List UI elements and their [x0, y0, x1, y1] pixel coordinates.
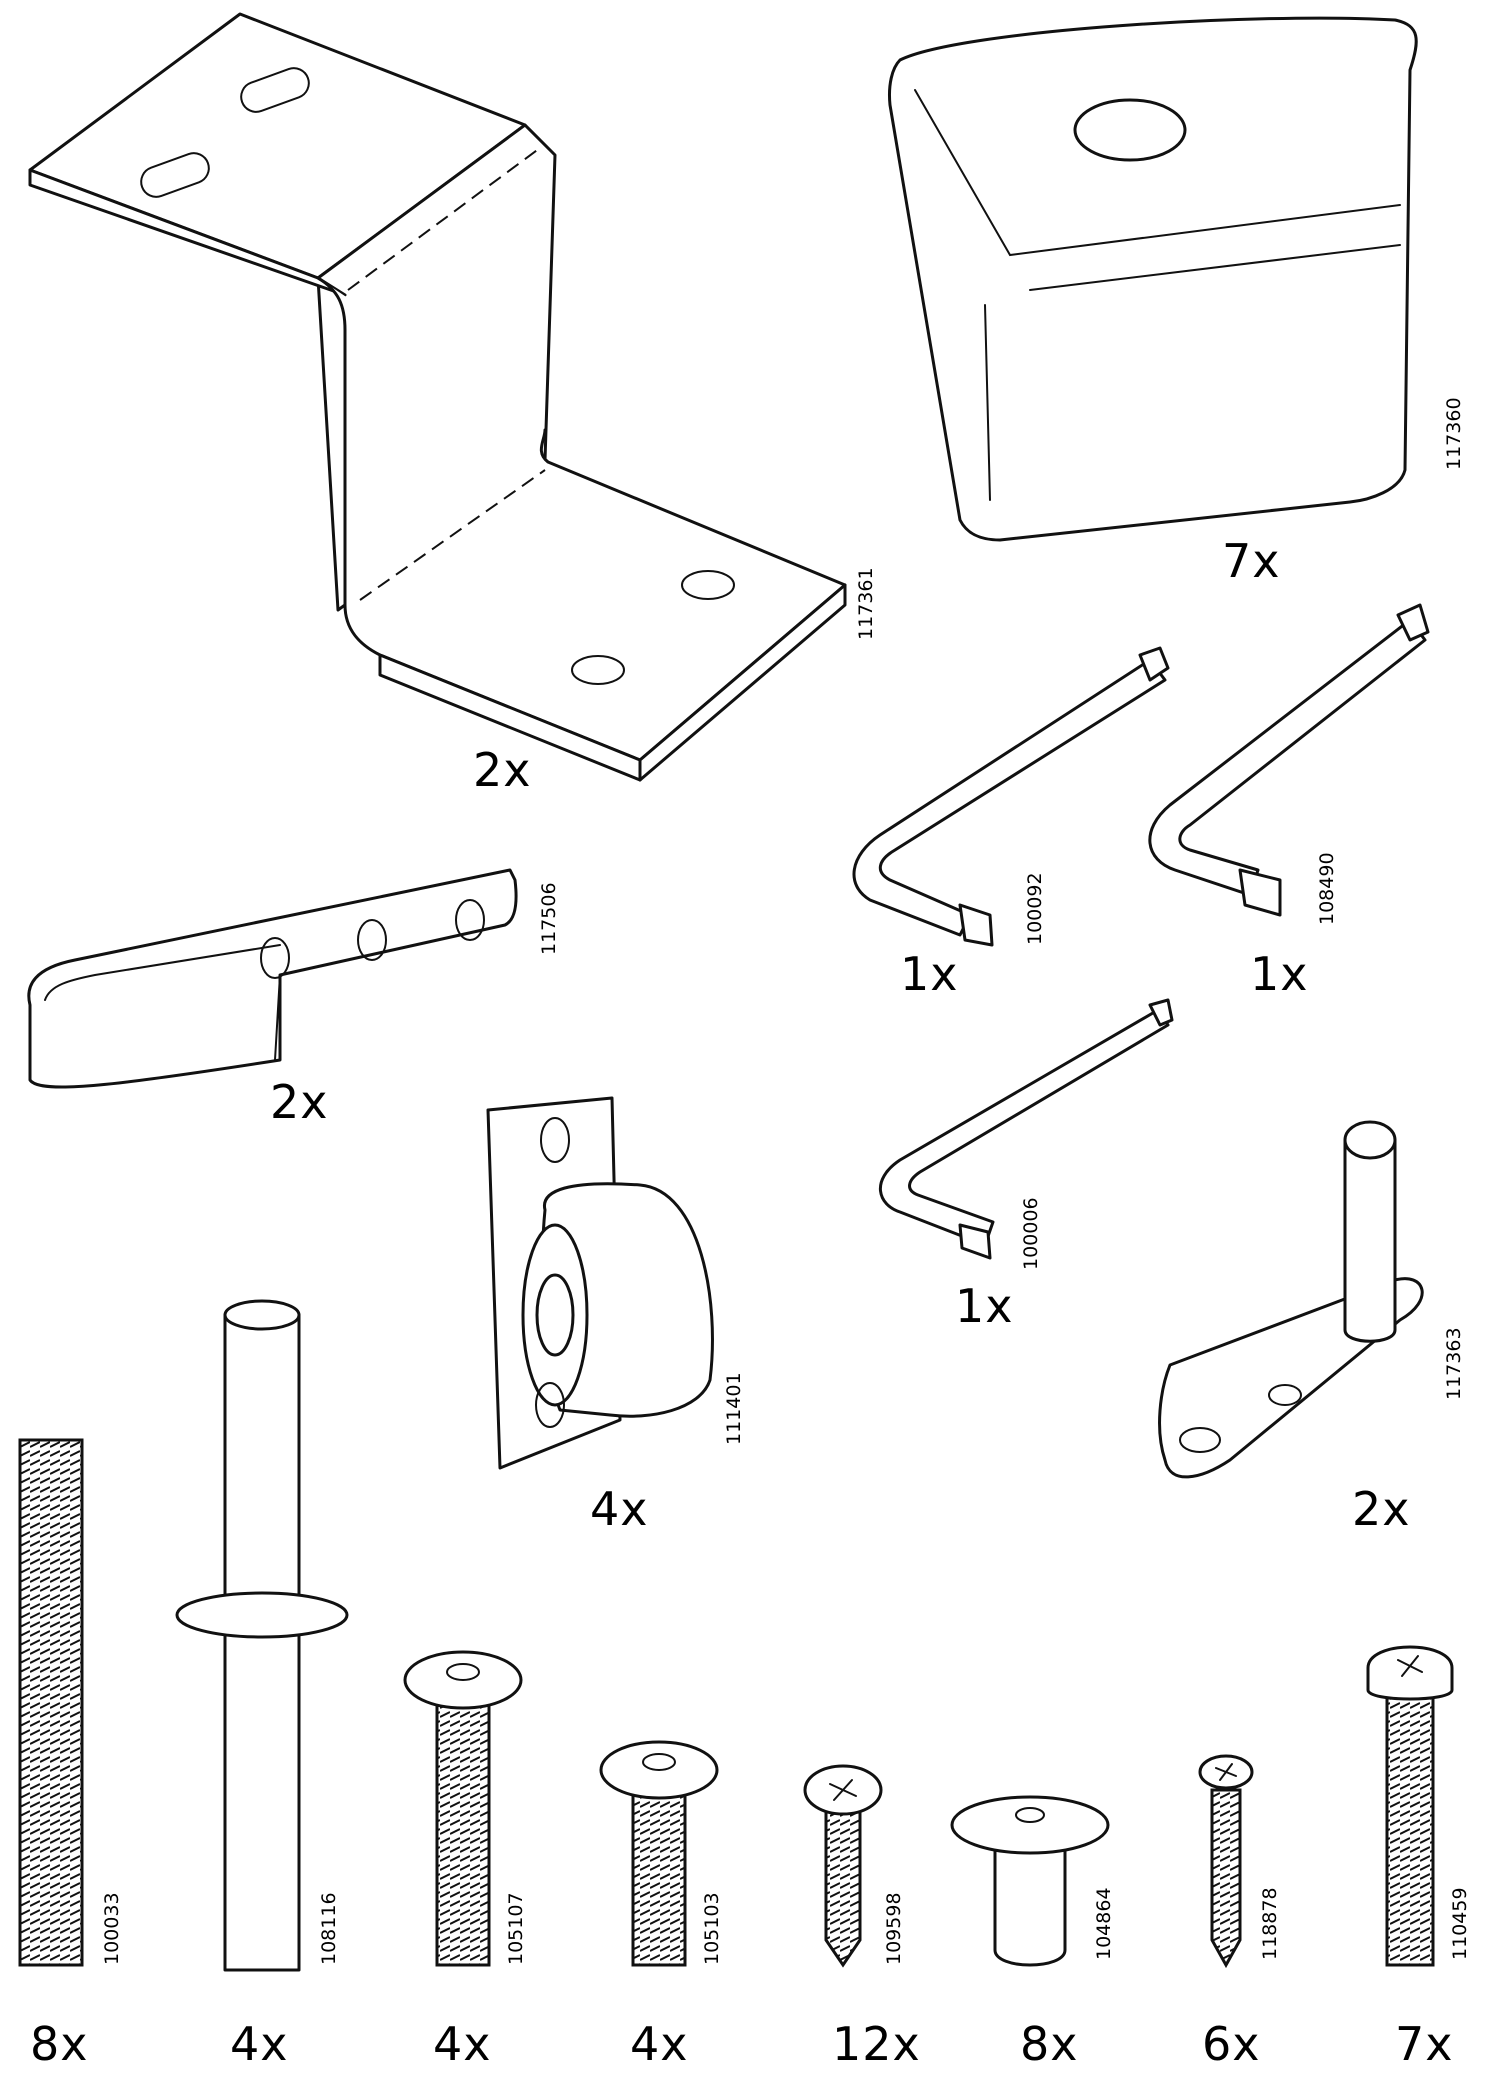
quantity-hex-key-a-label: 1x	[900, 947, 959, 1001]
barrel-nut-illustration	[950, 1795, 1110, 1967]
roller-illustration	[486, 1096, 714, 1470]
quantity-hex-key-b: 1x	[1250, 947, 1309, 1001]
part-code-bracket: 117361	[855, 567, 877, 640]
quantity-dowel-pin: 4x	[230, 2017, 289, 2071]
bolt-long-illustration	[403, 1650, 523, 1967]
part-code-block: 117360	[1443, 397, 1465, 470]
quantity-bracket: 2x	[473, 743, 532, 797]
quantity-countersunk-screw: 6x	[1202, 2017, 1261, 2071]
part-code-threaded-rod: 100033	[101, 1892, 123, 1965]
part-code-strap-hook: 117506	[538, 882, 560, 955]
quantity-bolt-short: 4x	[630, 2017, 689, 2071]
part-code-hex-key-b: 108490	[1316, 852, 1338, 925]
bolt-short-illustration	[599, 1740, 719, 1967]
hex-key-c-illustration	[879, 998, 1174, 1260]
quantity-threaded-rod: 8x	[30, 2017, 89, 2071]
part-code-hinge-pin: 117363	[1443, 1327, 1465, 1400]
wood-screw-illustration	[803, 1764, 883, 1968]
quantity-wood-screw: 12x	[832, 2017, 921, 2071]
quantity-hinge-pin: 2x	[1352, 1482, 1411, 1536]
countersunk-screw-illustration	[1198, 1754, 1254, 1969]
part-code-barrel-nut: 104864	[1093, 1887, 1115, 1960]
hex-key-a-illustration	[852, 646, 1170, 947]
dowel-pin-illustration	[175, 1299, 349, 1972]
hex-key-b-illustration	[1148, 603, 1430, 917]
threaded-rod-illustration	[18, 1438, 84, 1967]
part-code-countersunk-screw: 118878	[1259, 1887, 1281, 1960]
z-bracket-illustration	[28, 12, 847, 782]
foot-block-illustration	[888, 16, 1418, 542]
machine-screw-illustration	[1366, 1645, 1454, 1967]
part-code-wood-screw: 109598	[883, 1892, 905, 1965]
quantity-hex-key-c: 1x	[955, 1279, 1014, 1333]
quantity-machine-screw: 7x	[1395, 2017, 1454, 2071]
part-code-hex-key-c: 100006	[1020, 1197, 1042, 1270]
quantity-roller: 4x	[590, 1482, 649, 1536]
quantity-bolt-long: 4x	[433, 2017, 492, 2071]
part-code-bolt-long: 105107	[505, 1892, 527, 1965]
quantity-strap-hook: 2x	[270, 1075, 329, 1129]
strap-hook-illustration	[27, 868, 518, 1089]
part-code-machine-screw: 110459	[1449, 1887, 1471, 1960]
part-code-dowel-pin: 108116	[318, 1892, 340, 1965]
quantity-barrel-nut: 8x	[1020, 2017, 1079, 2071]
part-code-hex-key-a: 100092	[1024, 872, 1046, 945]
quantity-block: 7x	[1222, 534, 1281, 588]
part-code-bolt-short: 105103	[701, 1892, 723, 1965]
part-code-roller: 111401	[723, 1372, 745, 1445]
hinge-pin-illustration	[1158, 1120, 1424, 1479]
